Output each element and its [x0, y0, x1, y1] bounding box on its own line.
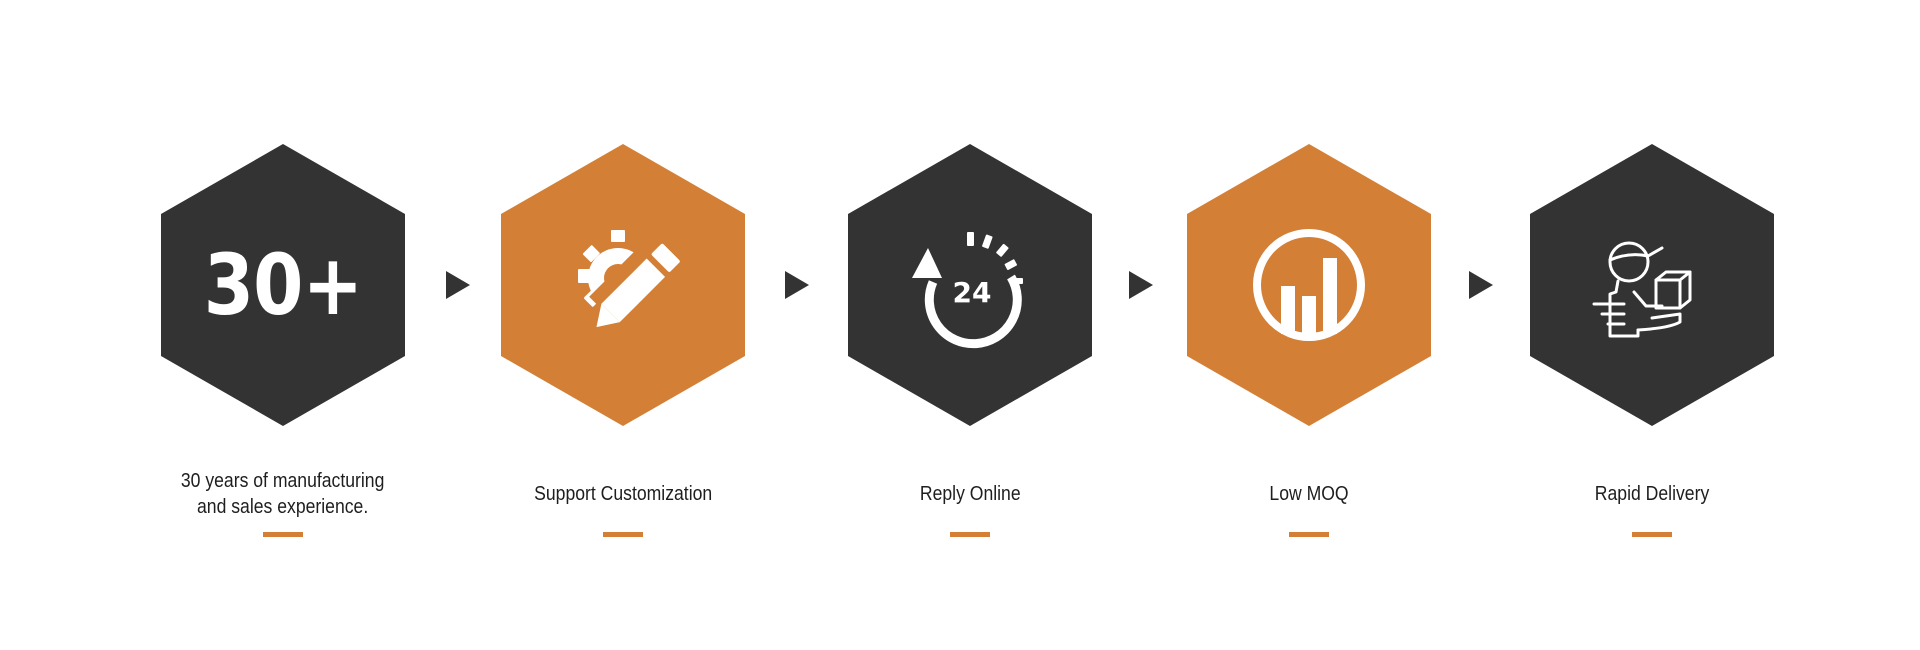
feature-experience: 30+ 30 years of manufacturing and sales …	[133, 0, 433, 650]
play-triangle-icon	[446, 271, 470, 299]
feature-caption: Support Customization	[533, 483, 713, 505]
clock-24-icon: 24	[912, 232, 1023, 349]
feature-low-moq: Low MOQ	[1159, 0, 1459, 650]
hexagon-badge	[1187, 144, 1431, 426]
feature-caption: 30 years of manufacturing and sales expe…	[181, 470, 385, 518]
hexagon-badge	[848, 144, 1092, 426]
hexagon-badge	[161, 144, 405, 426]
feature-caption: Reply Online	[919, 483, 1021, 505]
caption-underline	[263, 532, 303, 537]
play-triangle-icon	[1129, 271, 1153, 299]
caption-underline	[1289, 532, 1329, 537]
delivery-person-icon	[1592, 241, 1692, 338]
feature-rapid-delivery: Rapid Delivery	[1502, 0, 1802, 650]
years-number: 30+	[203, 236, 363, 334]
play-triangle-icon	[785, 271, 809, 299]
caption-underline	[603, 532, 643, 537]
feature-caption: Rapid Delivery	[1594, 483, 1710, 505]
feature-caption: Low MOQ	[1269, 483, 1349, 505]
bar-chart-icon	[1253, 229, 1365, 341]
hexagon-badge	[1530, 144, 1774, 426]
svg-text:24: 24	[953, 276, 992, 309]
feature-customization: Support Customization	[473, 0, 773, 650]
feature-reply-online: 24 Reply Online	[820, 0, 1120, 650]
caption-underline	[950, 532, 990, 537]
play-triangle-icon	[1469, 271, 1493, 299]
gear-pencil-icon	[578, 230, 680, 328]
caption-underline	[1632, 532, 1672, 537]
